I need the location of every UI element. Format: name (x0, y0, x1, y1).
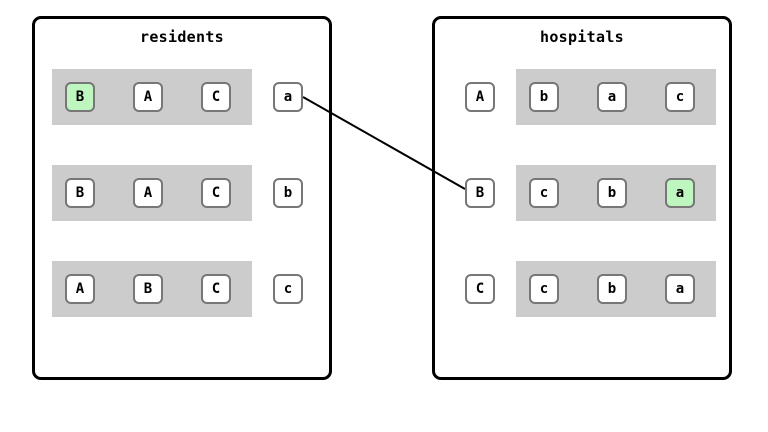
resident-pref-node: B (133, 274, 163, 304)
hospital-pref-node: c (665, 82, 695, 112)
hospital-pref-node: b (597, 178, 627, 208)
resident-node: b (273, 178, 303, 208)
resident-node: c (273, 274, 303, 304)
resident-pref-node: A (133, 82, 163, 112)
hospital-pref-node: c (529, 178, 559, 208)
resident-pref-node: B (65, 178, 95, 208)
hospital-node: C (465, 274, 495, 304)
resident-pref-node: C (201, 82, 231, 112)
hospital-pref-node: b (597, 274, 627, 304)
hospital-node: A (465, 82, 495, 112)
resident-pref-node: A (65, 274, 95, 304)
resident-pref-node: B (65, 82, 95, 112)
hospital-node: B (465, 178, 495, 208)
hospital-pref-node: c (529, 274, 559, 304)
resident-pref-node: A (133, 178, 163, 208)
residents-title: residents (140, 28, 224, 46)
resident-pref-node: C (201, 178, 231, 208)
hospitals-title: hospitals (540, 28, 624, 46)
resident-pref-node: C (201, 274, 231, 304)
hospital-pref-node: a (597, 82, 627, 112)
hospital-pref-node: a (665, 178, 695, 208)
resident-node: a (273, 82, 303, 112)
hospital-pref-node: a (665, 274, 695, 304)
hospital-pref-node: b (529, 82, 559, 112)
